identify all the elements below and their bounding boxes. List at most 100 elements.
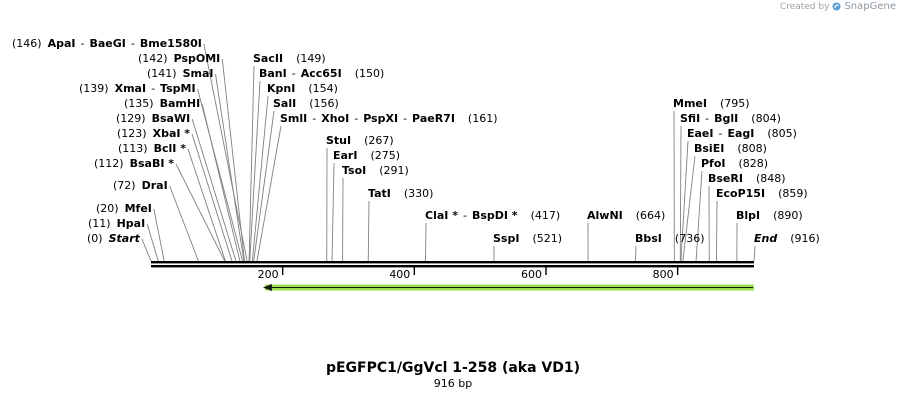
enzyme-name: Bme1580I: [140, 37, 202, 50]
site-position: (139): [79, 82, 109, 95]
name-separator: -: [719, 127, 723, 140]
enzyme-name: BlpI: [736, 209, 760, 222]
site-label-group[interactable]: BlpI(890): [736, 209, 803, 222]
site-label-group[interactable]: TatI(330): [368, 187, 433, 200]
enzyme-name: SalI: [273, 97, 296, 110]
site-position: (142): [138, 52, 168, 65]
enzyme-name: ApaI: [48, 37, 76, 50]
site-position: (275): [370, 149, 400, 162]
site-leader-line: [682, 155, 696, 262]
enzyme-name: BglI: [714, 112, 738, 125]
site-label-group[interactable]: KpnI (154): [267, 82, 338, 95]
site-position: (156): [309, 97, 339, 110]
site-label-group[interactable]: SmlI-XhoI-PspXI-PaeR7I(161): [280, 112, 498, 125]
site-position: (664): [636, 209, 666, 222]
site-label-group[interactable]: (139)XmaI-TspMI: [79, 82, 196, 95]
site-label-group[interactable]: (72) DraI: [113, 179, 168, 192]
site-label-group[interactable]: SacII (149): [253, 52, 326, 65]
site-position: (916): [790, 232, 820, 245]
site-leader-line: [256, 125, 282, 262]
enzyme-name: XhoI: [321, 112, 349, 125]
site-position: (123): [117, 127, 147, 140]
enzyme-name: PspXI: [363, 112, 398, 125]
site-leader-line: [175, 163, 226, 262]
enzyme-name: BsaWI: [152, 112, 191, 125]
site-position: (113): [118, 142, 148, 155]
site-label-group[interactable]: (113) BclI *: [118, 142, 186, 155]
enzyme-name: SfiI: [680, 112, 700, 125]
site-leader-line: [680, 140, 689, 262]
site-leader-lines: [141, 43, 756, 262]
sequence-backbone: [151, 261, 754, 268]
site-label-group[interactable]: (11)HpaI: [88, 217, 145, 230]
enzyme-name: KpnI: [267, 82, 295, 95]
site-leader-line: [187, 148, 226, 262]
site-leader-line: [221, 58, 245, 262]
site-position: (805): [767, 127, 797, 140]
site-label-group[interactable]: StuI(267): [326, 134, 394, 147]
name-separator: -: [151, 82, 155, 95]
site-label-group[interactable]: EcoP15I(859): [716, 187, 808, 200]
site-label-group[interactable]: SalI (156): [273, 97, 339, 110]
enzyme-name: DraI: [142, 179, 168, 192]
site-label-group[interactable]: EarI(275): [333, 149, 400, 162]
enzyme-name: BsiEI: [694, 142, 724, 155]
site-position: (848): [756, 172, 786, 185]
tick-label: 200: [258, 268, 279, 281]
site-label-group[interactable]: EaeI-EagI(805): [687, 127, 797, 140]
site-label-group[interactable]: SfiI-BglI (804): [680, 112, 781, 125]
site-position: (804): [751, 112, 781, 125]
site-position: (72): [113, 179, 136, 192]
credit-brand: SnapGene: [844, 1, 896, 12]
site-label-group[interactable]: BbsI(736): [635, 232, 705, 245]
site-label-group[interactable]: BanI-Acc65I(150): [259, 67, 384, 80]
site-position: (112): [94, 157, 124, 170]
enzyme-name: SspI: [493, 232, 519, 245]
site-label-group[interactable]: (0)Start: [87, 232, 141, 245]
name-separator: -: [705, 112, 709, 125]
enzyme-name: XbaI *: [153, 127, 191, 140]
site-label-group[interactable]: (142)PspOMI: [138, 52, 220, 65]
enzyme-name: EcoP15I: [716, 187, 765, 200]
site-leader-line: [169, 185, 199, 262]
site-label-group[interactable]: AlwNI(664): [587, 209, 665, 222]
site-leader-line: [191, 133, 233, 262]
site-label-group[interactable]: TsoI(291): [342, 164, 409, 177]
site-label-group[interactable]: SspI (521): [493, 232, 562, 245]
enzyme-name: SmaI: [183, 67, 214, 80]
site-leader-line: [679, 125, 682, 262]
site-label-group[interactable]: (129)BsaWI: [116, 112, 190, 125]
site-label-group[interactable]: ClaI *-BspDI *(417): [425, 209, 560, 222]
site-leader-line: [716, 200, 718, 262]
site-label-group[interactable]: MmeI(795): [673, 97, 750, 110]
site-leader-line: [201, 103, 241, 262]
site-label-group[interactable]: (20)MfeI: [96, 202, 152, 215]
enzyme-name: MfeI: [125, 202, 152, 215]
site-leader-line: [141, 238, 152, 262]
site-label-group[interactable]: (141)SmaI: [147, 67, 214, 80]
site-label-group[interactable]: (112) BsaBI *: [94, 157, 174, 170]
site-label-group[interactable]: (135)BamHI: [124, 97, 200, 110]
enzyme-name: StuI: [326, 134, 351, 147]
name-separator: -: [131, 37, 135, 50]
name-separator: -: [463, 209, 467, 222]
enzyme-name: SacII: [253, 52, 283, 65]
tick-label: 800: [653, 268, 674, 281]
site-position: (795): [720, 97, 750, 110]
site-position: (149): [296, 52, 326, 65]
site-label-group[interactable]: BseRI(848): [708, 172, 786, 185]
site-position: (154): [308, 82, 338, 95]
site-label-group[interactable]: (146)ApaI-BaeGI-Bme1580I: [12, 37, 202, 50]
feature-arrow[interactable]: [262, 284, 754, 291]
enzyme-name: BsaBI *: [130, 157, 175, 170]
site-label-group[interactable]: End(916): [754, 232, 820, 245]
site-position: (521): [532, 232, 562, 245]
enzyme-name: ClaI *: [425, 209, 458, 222]
site-label-group[interactable]: (123) XbaI *: [117, 127, 190, 140]
enzyme-name: BbsI: [635, 232, 662, 245]
site-label-group[interactable]: PfoI(828): [701, 157, 768, 170]
site-label-group[interactable]: BsiEI(808): [694, 142, 767, 155]
enzyme-name: BclI *: [154, 142, 187, 155]
